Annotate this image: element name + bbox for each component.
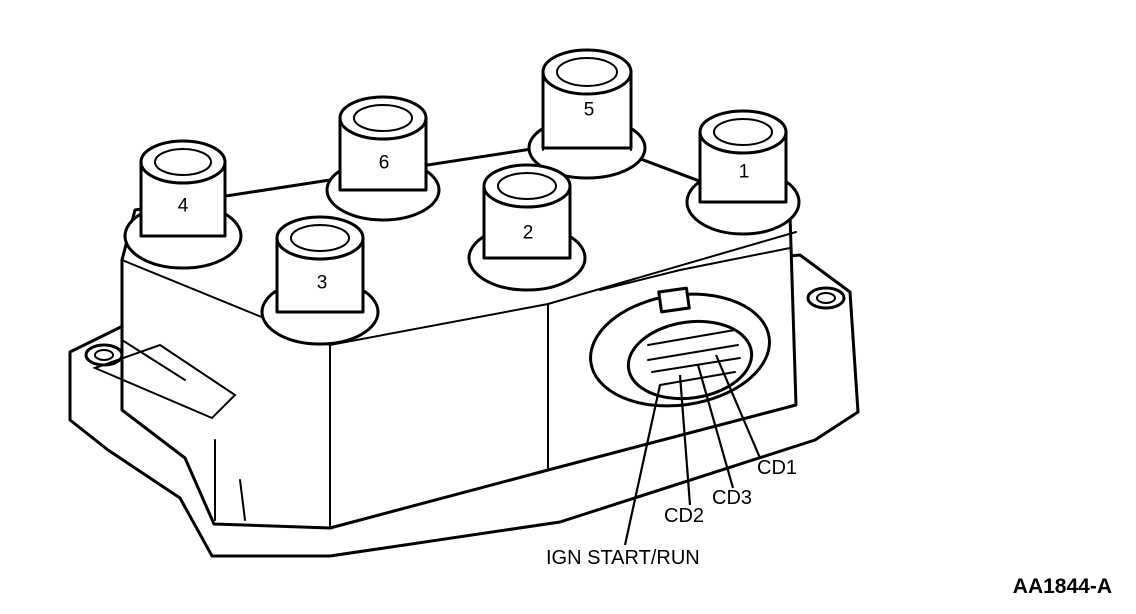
tower-1 [685,109,801,236]
figure-code: AA1844-A [1012,575,1112,598]
tower-4 [123,139,243,270]
leader-cd1 [714,354,762,459]
tower-label-3: 3 [316,272,328,294]
mount-hole-right [806,286,846,310]
label-ign-start-run: IGN START/RUN [546,547,700,569]
tower-label-1: 1 [738,161,750,183]
connector-latch [657,286,691,314]
tower-3 [260,215,380,346]
leader-cd3 [696,364,735,489]
tower-label-4: 4 [177,195,189,217]
label-cd3: CD3 [712,487,753,509]
leader-cd2 [678,374,692,506]
label-cd2: CD2 [664,505,705,527]
leader-ign [623,384,662,546]
tower-2 [467,163,587,292]
tower-label-6: 6 [378,152,390,174]
label-cd1: CD1 [757,457,798,479]
tower-6 [325,95,441,222]
tower-label-2: 2 [522,222,534,244]
tower-label-5: 5 [583,99,595,121]
tower-5 [527,48,647,180]
mount-hole-left [84,343,124,367]
